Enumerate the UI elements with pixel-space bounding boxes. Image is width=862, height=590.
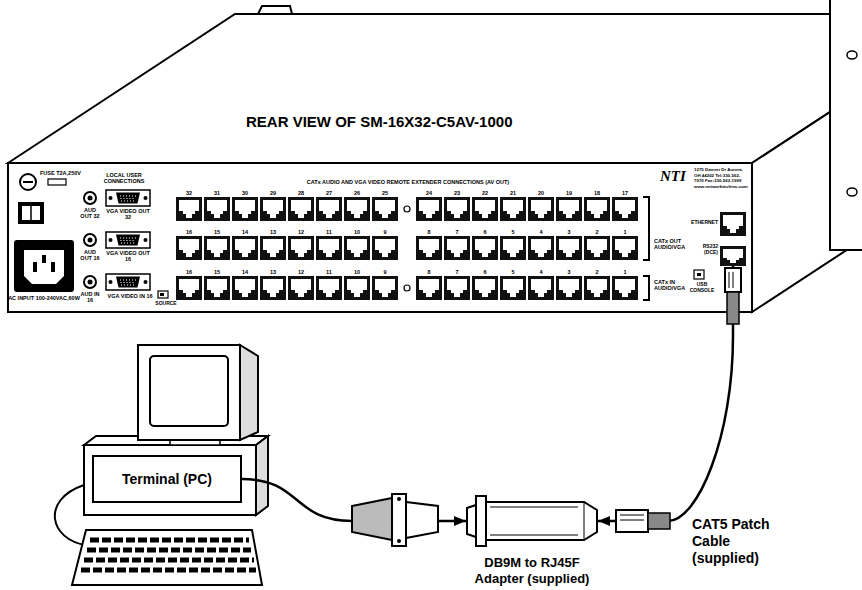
jack-body	[720, 246, 746, 266]
adapter-shape	[466, 495, 598, 547]
company-address: 1275 Danner Dr Aurora, OH 44202 Tel:330-…	[694, 167, 750, 190]
port-number: 11	[317, 269, 341, 275]
port-number: 8	[417, 229, 441, 235]
adapter-node: DB9M to RJ45F Adapter (supplied)	[466, 495, 598, 547]
connector-label: VGA VIDEO IN 16	[104, 293, 156, 299]
port-number: 3	[557, 229, 581, 235]
port-number: 28	[289, 190, 313, 196]
adapter-label: DB9M to RJ45F Adapter (supplied)	[462, 555, 602, 586]
port-number: 20	[529, 190, 553, 196]
port-number: 10	[345, 229, 369, 235]
connector-label: AUD IN 16	[78, 291, 102, 304]
port-number: 6	[473, 269, 497, 275]
port-number: 31	[205, 190, 229, 196]
port-number: 26	[345, 190, 369, 196]
port-number: 13	[261, 229, 285, 235]
rack-hole	[847, 51, 857, 59]
port-number: 9	[373, 229, 397, 235]
adapter-flange	[476, 496, 486, 546]
port-number: 4	[529, 229, 553, 235]
catx-port-rows	[176, 197, 649, 300]
connector-label: VGA VIDEO OUT 16	[106, 250, 150, 263]
port-group-label: CATx AUDIO AND VGA VIDEO REMOTE EXTENDER…	[176, 179, 640, 185]
port-number: 23	[445, 190, 469, 196]
port-number: 21	[501, 190, 525, 196]
port-number: 14	[233, 269, 257, 275]
port-number: 8	[417, 269, 441, 275]
terminal-box: Terminal (PC)	[92, 455, 242, 503]
port-number: 13	[261, 269, 285, 275]
port-number: 10	[345, 269, 369, 275]
local-user-connectors	[84, 190, 168, 298]
adapter-face	[467, 505, 476, 537]
box-label: Terminal (PC)	[122, 471, 212, 488]
port-number: 32	[177, 190, 201, 196]
rj45-plug	[616, 510, 670, 532]
port-number: 30	[233, 190, 257, 196]
row-label: CATx IN AUDIO/VGA	[654, 279, 688, 292]
rs232-port: RS232 (DCE)	[720, 246, 746, 266]
fuse-label: FUSE T2A,250V	[40, 170, 88, 176]
port-number: 6	[473, 229, 497, 235]
title-text: REAR VIEW OF SM-16X32-C5AV-1000	[246, 113, 576, 130]
row-label: CATx OUT AUDIO/VGA	[654, 238, 688, 251]
rack-ear	[830, 0, 862, 250]
connector-label: AUD OUT 16	[78, 249, 102, 262]
port-number: 2	[585, 269, 609, 275]
port-number: 16	[177, 229, 201, 235]
port-number: 11	[317, 229, 341, 235]
chassis-top	[8, 14, 862, 163]
port-number: 7	[445, 229, 469, 235]
port-number: 16	[177, 269, 201, 275]
port-number: 1	[613, 229, 637, 235]
company-logo: NTI	[660, 168, 692, 185]
terminal-pc	[55, 345, 268, 585]
port-number: 7	[445, 269, 469, 275]
adapter-body	[486, 502, 597, 540]
section-label: LOCAL USER CONNECTIONS	[96, 172, 152, 185]
port-number: 9	[373, 269, 397, 275]
db-plug	[352, 494, 438, 546]
port-number: 2	[585, 229, 609, 235]
port-number: 14	[233, 229, 257, 235]
port-number: 18	[585, 190, 609, 196]
port-number: 15	[205, 229, 229, 235]
port-number: 17	[613, 190, 637, 196]
connector-label: AUD OUT 32	[78, 207, 102, 220]
port-number: 19	[557, 190, 581, 196]
power-section	[14, 174, 74, 292]
port-number: 25	[373, 190, 397, 196]
port-number: 29	[261, 190, 285, 196]
switch-label: SOURCE	[152, 301, 180, 307]
port-number: 12	[289, 269, 313, 275]
port-number: 5	[501, 269, 525, 275]
port-label: USB CONSOLE	[686, 282, 718, 294]
port-number: 15	[205, 269, 229, 275]
rj45-plug	[725, 268, 741, 324]
port-number: 5	[501, 229, 525, 235]
port-number: 4	[529, 269, 553, 275]
port-number: 27	[317, 190, 341, 196]
rear-panel	[8, 163, 752, 312]
edge-label: CAT5 Patch Cable (supplied)	[692, 516, 784, 566]
cable-connector	[598, 266, 733, 521]
power-label: AC INPUT 100-240VAC,60W	[8, 295, 80, 301]
connector-label: VGA VIDEO OUT 32	[106, 208, 150, 221]
adapter-detail	[490, 502, 584, 540]
chassis-tab	[258, 6, 292, 14]
port-number: 1	[613, 269, 637, 275]
port-number: 12	[289, 229, 313, 235]
port-label: RS232 (DCE)	[690, 244, 718, 256]
port-label: ETHERNET	[688, 220, 718, 226]
port-number: 3	[557, 269, 581, 275]
chassis	[8, 0, 862, 312]
jack-opening	[723, 249, 743, 263]
port-number: 22	[473, 190, 497, 196]
rj45-jack	[720, 246, 746, 266]
port-number: 24	[417, 190, 441, 196]
rack-hole	[847, 188, 857, 196]
